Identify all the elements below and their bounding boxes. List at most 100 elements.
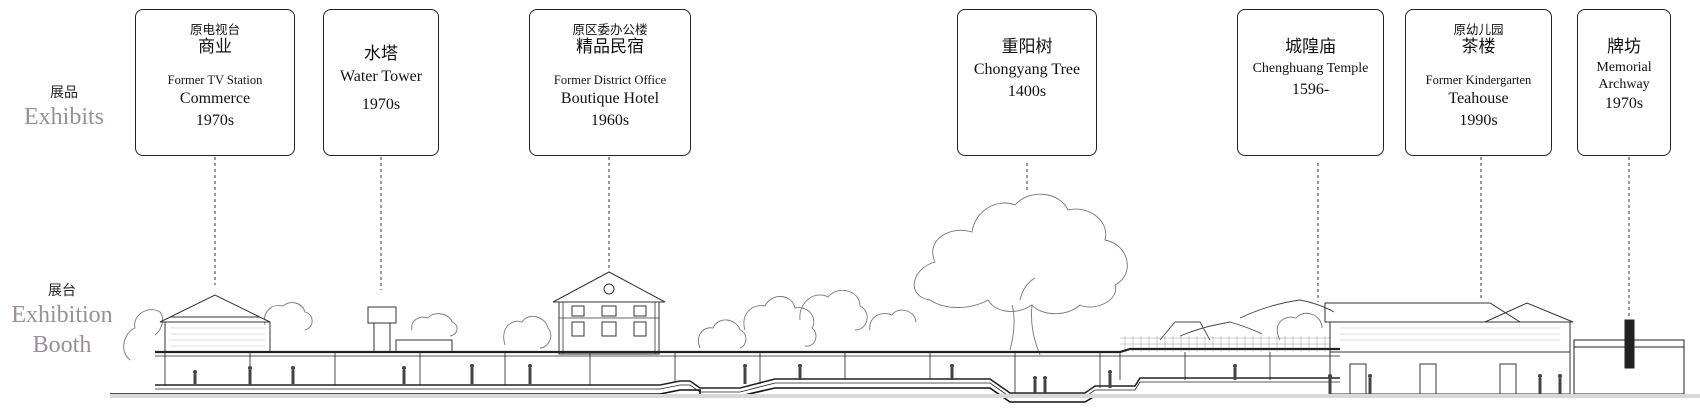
person xyxy=(1033,376,1037,380)
water-tower-base xyxy=(395,339,453,353)
card-year: 1596- xyxy=(1291,81,1330,98)
tree-middle-c xyxy=(869,309,917,331)
ground-hatch xyxy=(110,394,1700,398)
exhibition-booth xyxy=(155,347,1340,398)
teahouse-upper xyxy=(1329,321,1571,353)
water-tower-tank xyxy=(367,306,397,324)
person xyxy=(470,364,474,368)
card-cn-small: 原幼儿园 xyxy=(1453,23,1504,37)
person xyxy=(291,366,295,370)
card-memorial-archway: 牌坊 Memorial Archway 1970s xyxy=(1577,9,1671,156)
hotel-window-l1 xyxy=(571,305,585,317)
card-water-tower: 水塔 Water Tower 1970s xyxy=(323,9,439,156)
person xyxy=(950,364,954,368)
hotel-round-window xyxy=(603,283,615,295)
booth-roof-line xyxy=(155,347,1340,354)
card-year: 1970s xyxy=(361,96,401,113)
tree-near-commerce xyxy=(264,302,313,331)
card-year: 1400s xyxy=(1007,83,1047,100)
hotel-roof xyxy=(552,271,666,303)
booth-label-en-2: Booth xyxy=(32,332,92,358)
card-teahouse: 原幼儿园 茶楼 Former Kindergarten Teahouse 199… xyxy=(1405,9,1552,156)
card-cn-small: 原区委办公楼 xyxy=(572,23,648,37)
tree-left-edge xyxy=(123,309,163,361)
person xyxy=(798,364,802,368)
person xyxy=(1558,374,1562,378)
temple-rear-hall xyxy=(1159,321,1211,341)
card-boutique-hotel: 原区委办公楼 精品民宿 Former District Office Bouti… xyxy=(529,9,691,156)
person xyxy=(528,364,532,368)
person xyxy=(193,370,197,374)
exhibits-label: 展品 Exhibits xyxy=(20,82,108,132)
person xyxy=(1558,378,1562,394)
booth-glazing-band xyxy=(1119,352,1340,380)
person xyxy=(1108,374,1112,388)
card-en-main: Memorial Archway xyxy=(1596,60,1652,92)
archway-pillar xyxy=(1624,319,1635,369)
person xyxy=(248,370,252,384)
card-cn-main: 城隍庙 xyxy=(1285,37,1336,56)
teahouse-door-2 xyxy=(1419,363,1437,395)
card-en-main: Teahouse xyxy=(1448,90,1509,107)
person xyxy=(402,366,406,370)
exhibits-label-cn: 展品 xyxy=(50,86,78,101)
exhibits-label-en: Exhibits xyxy=(23,104,104,130)
building-water-tower xyxy=(367,306,453,353)
hotel-window-center2 xyxy=(601,321,617,337)
person xyxy=(291,370,295,384)
commerce-roof xyxy=(159,294,271,323)
building-commerce xyxy=(159,294,271,353)
person xyxy=(1233,364,1237,368)
tree-near-water-tower xyxy=(411,313,458,337)
person xyxy=(248,366,252,370)
tree-outlines xyxy=(123,193,1323,361)
tree-middle-b xyxy=(799,289,868,331)
building-teahouse xyxy=(1324,302,1574,395)
chongyang-tree-trunk xyxy=(1009,277,1041,356)
person xyxy=(1368,374,1372,378)
card-year: 1970s xyxy=(195,112,235,129)
card-en-small: Former District Office xyxy=(553,73,667,87)
card-en-small: Former Kindergarten xyxy=(1425,73,1532,87)
card-chenghuang-temple: 城隍庙 Chenghuang Temple 1596- xyxy=(1237,9,1384,156)
card-en-main: Water Tower xyxy=(339,68,423,85)
hotel-window-r2 xyxy=(633,321,647,337)
person xyxy=(1538,374,1542,378)
chongyang-tree-canopy xyxy=(913,193,1128,315)
hotel-window-r1 xyxy=(633,305,647,317)
building-chenghuang-temple xyxy=(1120,299,1335,352)
person xyxy=(1033,380,1037,394)
card-cn-main: 精品民宿 xyxy=(576,37,644,56)
card-chongyang-tree: 重阳树 Chongyang Tree 1400s xyxy=(957,9,1097,156)
person xyxy=(470,368,474,384)
person xyxy=(1328,378,1332,394)
tree-near-temple xyxy=(1276,312,1323,341)
person xyxy=(950,368,954,380)
booth-floor xyxy=(155,377,1340,394)
card-year: 1990s xyxy=(1459,112,1498,129)
person xyxy=(743,364,747,368)
card-en-main: Boutique Hotel xyxy=(560,90,660,107)
commerce-cladding xyxy=(170,327,265,347)
tree-middle-a xyxy=(743,296,817,347)
leader-lines xyxy=(214,157,1630,318)
water-tower-stem xyxy=(373,323,391,352)
hotel-pilasters xyxy=(559,302,659,354)
person xyxy=(1233,368,1237,380)
card-cn-main: 商业 xyxy=(198,37,232,56)
hotel-facade xyxy=(558,301,660,355)
card-cn-main: 水塔 xyxy=(364,44,398,63)
card-cn-main: 重阳树 xyxy=(1001,37,1053,56)
booth-columns xyxy=(164,352,1271,393)
teahouse-door-3 xyxy=(1499,363,1517,395)
person xyxy=(743,368,747,384)
booth-floor-under xyxy=(155,381,1340,398)
temple-roof-2 xyxy=(1239,299,1335,319)
person xyxy=(528,368,532,384)
card-commerce: 原电视台 商业 Former TV Station Commerce 1970s xyxy=(135,9,295,156)
person xyxy=(1043,376,1047,380)
people-figures xyxy=(193,364,1562,394)
person xyxy=(402,370,406,384)
archway-roof xyxy=(1573,339,1685,348)
